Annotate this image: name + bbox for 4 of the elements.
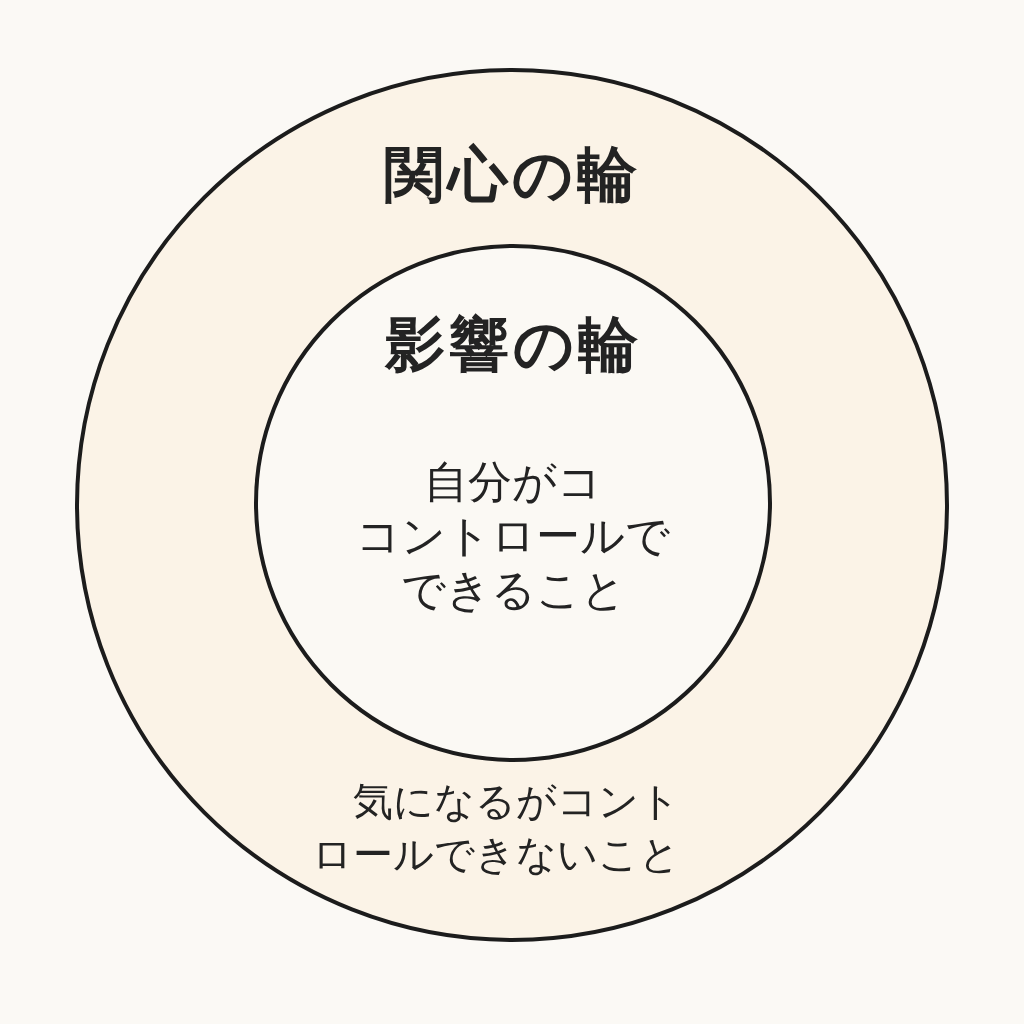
ring-description: 自分がココントロールでできること	[356, 455, 670, 617]
ring-heading: 影響の輪	[384, 309, 642, 379]
ring-heading: 関心の輪	[383, 139, 641, 209]
ring-description: 気になるがコントロールできないこと	[312, 777, 680, 879]
